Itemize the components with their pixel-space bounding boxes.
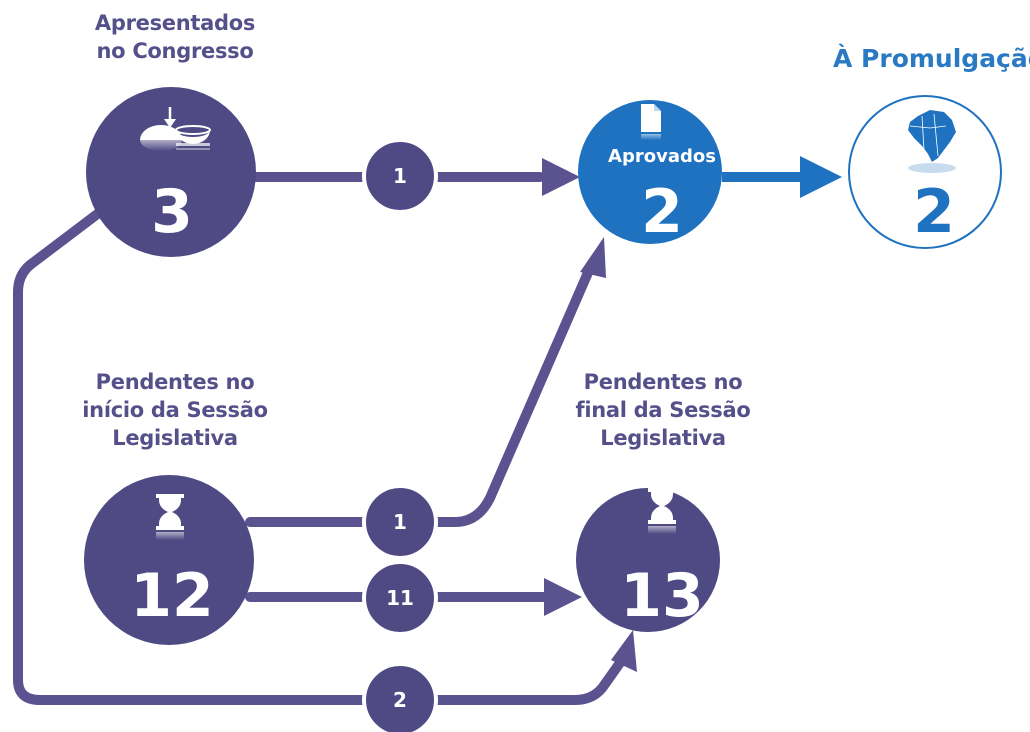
arrowhead-to-final-bottom (611, 630, 637, 672)
flow-badge-11-circle (362, 560, 438, 636)
node-pendentes-final-value: 13 (620, 561, 704, 631)
node-pendentes-inicio-circle (84, 475, 254, 645)
flow-badge-11: 11 (386, 586, 414, 610)
flow-badge-2-bottom: 2 (393, 688, 407, 712)
node-pendentes-final-circle (576, 488, 720, 632)
flow-badge-1-mid-circle (362, 484, 438, 560)
ballot-domes-icon (140, 107, 211, 151)
document-icon (641, 104, 661, 140)
node-apresentados-value: 3 (151, 177, 193, 247)
arrowhead-to-final (544, 578, 582, 616)
node-pendentes-final-label: Pendentes no final da Sessão Legislativa (575, 370, 751, 450)
node-promulgacao-label: À Promulgação (833, 44, 1030, 73)
flow-badge-1-top-circle (362, 138, 438, 214)
node-apresentados-circle (86, 87, 256, 257)
flow-line-inicio-aprovados (245, 263, 595, 527)
brazil-map-icon (908, 110, 956, 173)
arrowhead-to-promulgacao (800, 156, 842, 198)
hourglass-icon (156, 494, 184, 540)
node-pendentes-inicio-label: Pendentes no início da Sessão Legislativ… (82, 370, 268, 450)
node-promulgacao-value: 2 (913, 177, 955, 247)
hourglass-icon (648, 488, 676, 534)
arrowhead-to-aprovados (542, 158, 580, 196)
flow-line-apresentados-final (13, 207, 627, 705)
node-aprovados-circle (578, 100, 722, 244)
node-apresentados-label: Apresentados no Congresso (94, 11, 256, 63)
node-pendentes-inicio-value: 12 (130, 561, 214, 631)
node-aprovados-label: Aprovados (608, 146, 716, 167)
flow-badge-1-top: 1 (393, 164, 407, 188)
arrowhead-to-aprovados-diagonal (580, 237, 606, 278)
node-aprovados-value: 2 (641, 177, 683, 247)
node-promulgacao-circle (848, 95, 1002, 249)
flow-badge-1-mid: 1 (393, 510, 407, 534)
flow-badge-2-bottom-circle (362, 662, 438, 732)
